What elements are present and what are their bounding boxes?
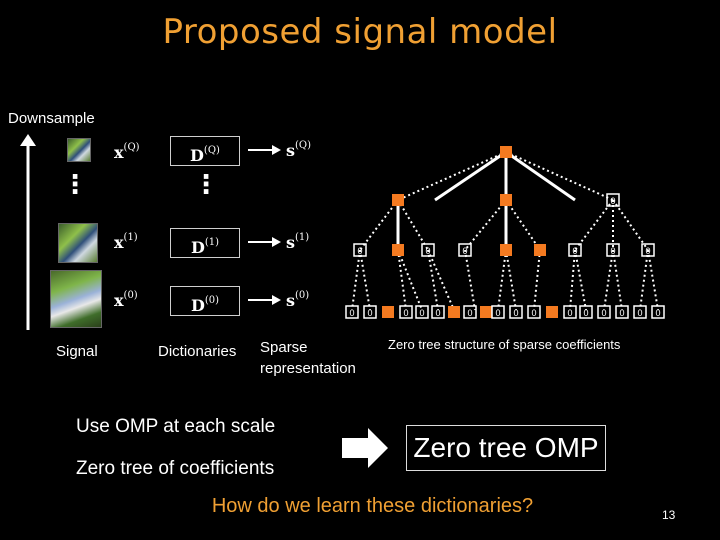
signal-thumbnail-1 [58, 223, 98, 263]
zero-label: 0 [467, 308, 472, 318]
zero-label: 0 [462, 246, 467, 256]
zero-tree-omp-box: Zero tree OMP [406, 425, 606, 471]
s-q-label: s(Q) [286, 140, 312, 160]
s-0-label: s(0) [286, 290, 310, 310]
zero-label: 0 [531, 308, 536, 318]
dictionary-1-box: D(1) [170, 228, 240, 258]
zero-label: 0 [583, 308, 588, 318]
zero-label: 0 [645, 246, 650, 256]
zero-label: 0 [567, 308, 572, 318]
zero-label: 0 [513, 308, 518, 318]
x-q-label: x(Q) [114, 142, 140, 162]
vertical-ellipsis-icon: ⋮ [62, 170, 88, 200]
dictionary-0-box: D(0) [170, 286, 240, 316]
zero-label: 0 [403, 308, 408, 318]
right-arrow-icon [248, 237, 281, 247]
page-title: Proposed signal model [162, 12, 558, 52]
x-1-label: x(1) [114, 232, 138, 252]
right-arrow-icon [248, 295, 281, 305]
zero-label: 0 [367, 308, 372, 318]
right-arrow-icon [248, 145, 281, 155]
omp-text: Use OMP at each scale [76, 416, 276, 437]
downsample-label: Downsample [8, 110, 95, 127]
zero-label: 0 [349, 308, 354, 318]
page-number: 13 [662, 508, 676, 522]
dictionaries-label: Dictionaries [158, 343, 237, 360]
signal-label: Signal [56, 343, 98, 360]
zero-tree-coeff-text: Zero tree of coefficients [76, 458, 275, 479]
zero-label: 0 [610, 196, 615, 206]
right-arrow-icon [342, 428, 388, 468]
zero-label: 0 [601, 308, 606, 318]
sparse-representation-label: Sparse representation [260, 339, 356, 377]
zero-label: 0 [357, 246, 362, 256]
zero-label: 0 [435, 308, 440, 318]
zero-label: 0 [419, 308, 424, 318]
vertical-ellipsis-icon: ⋮ [193, 170, 219, 200]
question-text: How do we learn these dictionaries? [211, 495, 534, 517]
zero-label: 0 [637, 308, 642, 318]
s-1-label: s(1) [286, 232, 310, 252]
zero-label: 0 [572, 246, 577, 256]
zero-tree-diagram: 0 0 0 0 0 0 0 0 0 0 0 0 0 0 0 0 0 0 0 0 … [345, 146, 665, 319]
dictionary-q-box: D(Q) [170, 136, 240, 166]
zero-label: 0 [425, 246, 430, 256]
x-0-label: x(0) [114, 290, 138, 310]
zero-label: 0 [619, 308, 624, 318]
zero-label: 0 [495, 308, 500, 318]
up-arrow-icon [20, 134, 36, 330]
signal-thumbnail-0 [50, 270, 102, 328]
zero-label: 0 [655, 308, 660, 318]
zero-label: 0 [610, 246, 615, 256]
zero-tree-caption: Zero tree structure of sparse coefficien… [388, 337, 621, 352]
signal-thumbnail-q [67, 138, 91, 162]
